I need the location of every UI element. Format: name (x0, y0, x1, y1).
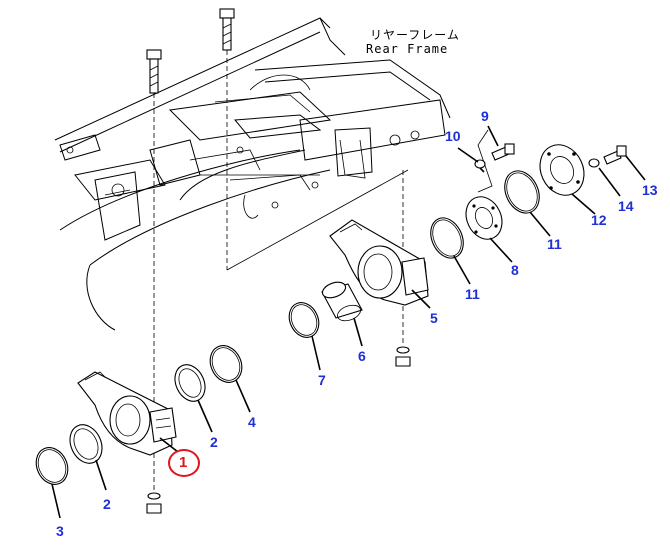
rings-middle (288, 217, 464, 338)
callout-12[interactable]: 12 (591, 212, 607, 228)
top-bolts (146, 8, 235, 94)
callout-3[interactable]: 3 (56, 523, 64, 539)
rear-frame (54, 17, 451, 331)
callout-11-right[interactable]: 11 (547, 236, 562, 252)
frame-label-japanese: リヤーフレーム (370, 28, 460, 42)
callout-13[interactable]: 13 (642, 182, 658, 198)
callout-4[interactable]: 4 (248, 414, 256, 430)
callout-2-upper[interactable]: 2 (210, 434, 218, 450)
callout-11-left[interactable]: 11 (465, 286, 480, 302)
callout-2-lower[interactable]: 2 (103, 496, 111, 512)
callout-9[interactable]: 9 (481, 108, 489, 124)
rings-left (35, 345, 243, 485)
callout-8[interactable]: 8 (511, 262, 519, 278)
callout-7[interactable]: 7 (318, 372, 326, 388)
pivot-bracket-5 (329, 219, 429, 306)
assembly-axes (153, 50, 493, 490)
callout-14[interactable]: 14 (618, 198, 634, 214)
selected-part-highlight (168, 449, 200, 477)
cap-bolts (474, 143, 627, 169)
leader-lines (51, 125, 646, 519)
callout-5[interactable]: 5 (430, 310, 438, 326)
lower-nuts (146, 346, 411, 514)
callout-10[interactable]: 10 (445, 128, 461, 144)
frame-label-english: Rear Frame (366, 42, 449, 56)
callout-6[interactable]: 6 (358, 348, 366, 364)
pivot-bracket-1 (77, 371, 177, 456)
rings-right (465, 144, 585, 240)
callout-1[interactable]: 1 (179, 454, 188, 471)
